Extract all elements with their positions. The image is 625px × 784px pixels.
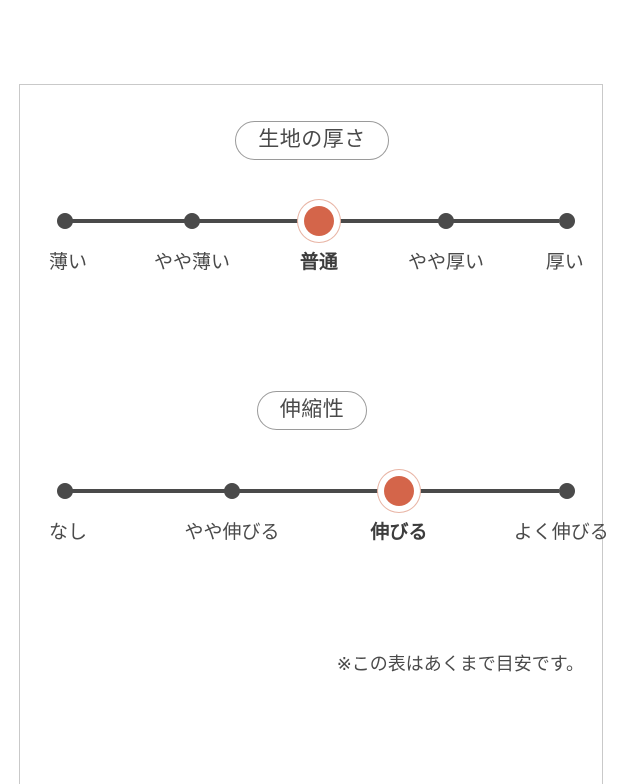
scale-section-thickness: 生地の厚さ 薄い やや薄い 普通 やや厚い 厚い bbox=[20, 121, 604, 282]
scale-label-stretch-0: なし bbox=[49, 522, 88, 543]
scale-dot-thickness-4[interactable] bbox=[559, 213, 575, 229]
scale-label-thickness-0: 薄い bbox=[49, 252, 88, 273]
scale-title-stretch: 伸縮性 bbox=[256, 391, 368, 430]
pill-row-thickness: 生地の厚さ bbox=[20, 121, 604, 160]
scale-track-stretch bbox=[20, 474, 604, 508]
scale-dot-stretch-0[interactable] bbox=[57, 483, 73, 499]
scale-label-stretch-2-active: 伸びる bbox=[370, 522, 428, 543]
scale-label-thickness-4: 厚い bbox=[545, 252, 584, 273]
scale-label-thickness-2-active: 普通 bbox=[299, 252, 339, 273]
scale-label-stretch-1: やや伸びる bbox=[184, 522, 280, 543]
pill-row-stretch: 伸縮性 bbox=[20, 391, 604, 430]
scale-dot-thickness-1[interactable] bbox=[184, 213, 200, 229]
scale-track-thickness bbox=[20, 204, 604, 238]
scale-dot-stretch-1[interactable] bbox=[224, 483, 240, 499]
scale-dot-thickness-3[interactable] bbox=[438, 213, 454, 229]
scale-dot-thickness-0[interactable] bbox=[57, 213, 73, 229]
scale-label-thickness-1: やや薄い bbox=[153, 252, 231, 273]
scale-label-thickness-3: やや厚い bbox=[407, 252, 485, 273]
chart-footnote: ※この表はあくまで目安です。 bbox=[336, 654, 584, 674]
scale-labels-stretch: なし やや伸びる 伸びる よく伸びる bbox=[20, 522, 609, 552]
scale-dot-stretch-2-active[interactable] bbox=[384, 476, 414, 506]
spec-chart-frame: 生地の厚さ 薄い やや薄い 普通 やや厚い 厚い 伸縮性 bbox=[19, 84, 609, 784]
scale-dot-stretch-3[interactable] bbox=[559, 483, 575, 499]
track-line-stretch bbox=[65, 489, 559, 493]
scale-dot-thickness-2-active[interactable] bbox=[304, 206, 334, 236]
scale-labels-thickness: 薄い やや薄い 普通 やや厚い 厚い bbox=[20, 252, 604, 282]
scale-section-stretch: 伸縮性 なし やや伸びる 伸びる よく伸びる bbox=[20, 391, 609, 552]
scale-title-thickness: 生地の厚さ bbox=[235, 121, 389, 160]
scale-label-stretch-3: よく伸びる bbox=[513, 522, 609, 543]
